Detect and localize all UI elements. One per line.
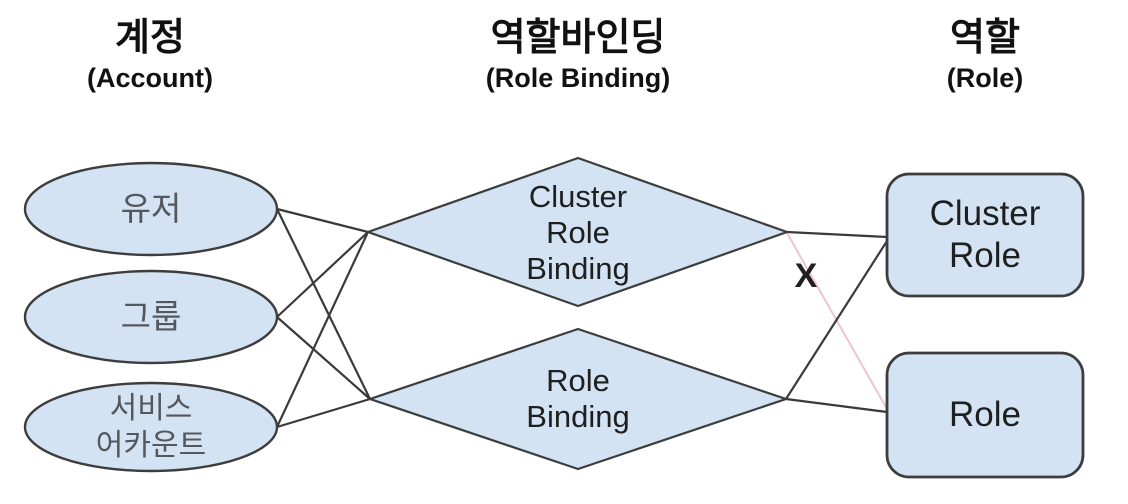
edge-group-cluster-role-binding xyxy=(276,231,369,318)
cluster-role-binding-diamond xyxy=(364,156,791,308)
user-ellipse xyxy=(23,161,279,257)
service-account-ellipse xyxy=(23,381,279,473)
role-binding-header-korean: 역할바인딩 xyxy=(490,17,666,59)
edge-role-binding-role xyxy=(785,397,888,414)
forbidden-x-mark: X xyxy=(794,256,818,295)
role-header-english: (Role) xyxy=(946,63,1024,93)
edge-user-cluster-role-binding xyxy=(276,207,369,234)
edge-group-role-binding xyxy=(276,316,371,400)
role-header-korean: 역할 xyxy=(950,17,1020,59)
edge-user-role-binding xyxy=(276,208,371,400)
column-header-account: 계정 (Account) xyxy=(28,14,272,94)
role-box xyxy=(885,351,1085,479)
account-header-korean: 계정 xyxy=(115,17,185,59)
edge-service-account-cluster-role-binding xyxy=(276,231,369,428)
column-header-role-binding: 역할바인딩 (Role Binding) xyxy=(428,14,728,94)
edge-service-account-role-binding xyxy=(276,397,371,429)
role-binding-diamond xyxy=(366,327,790,471)
edge-role-binding-cluster-role xyxy=(785,240,888,400)
column-header-role: 역할 (Role) xyxy=(875,14,1095,94)
edge-cluster-role-binding-cluster-role xyxy=(786,230,888,239)
cluster-role-box xyxy=(885,172,1085,298)
group-ellipse xyxy=(23,269,279,365)
role-binding-header-english: (Role Binding) xyxy=(485,63,671,93)
account-header-english: (Account) xyxy=(87,63,213,93)
